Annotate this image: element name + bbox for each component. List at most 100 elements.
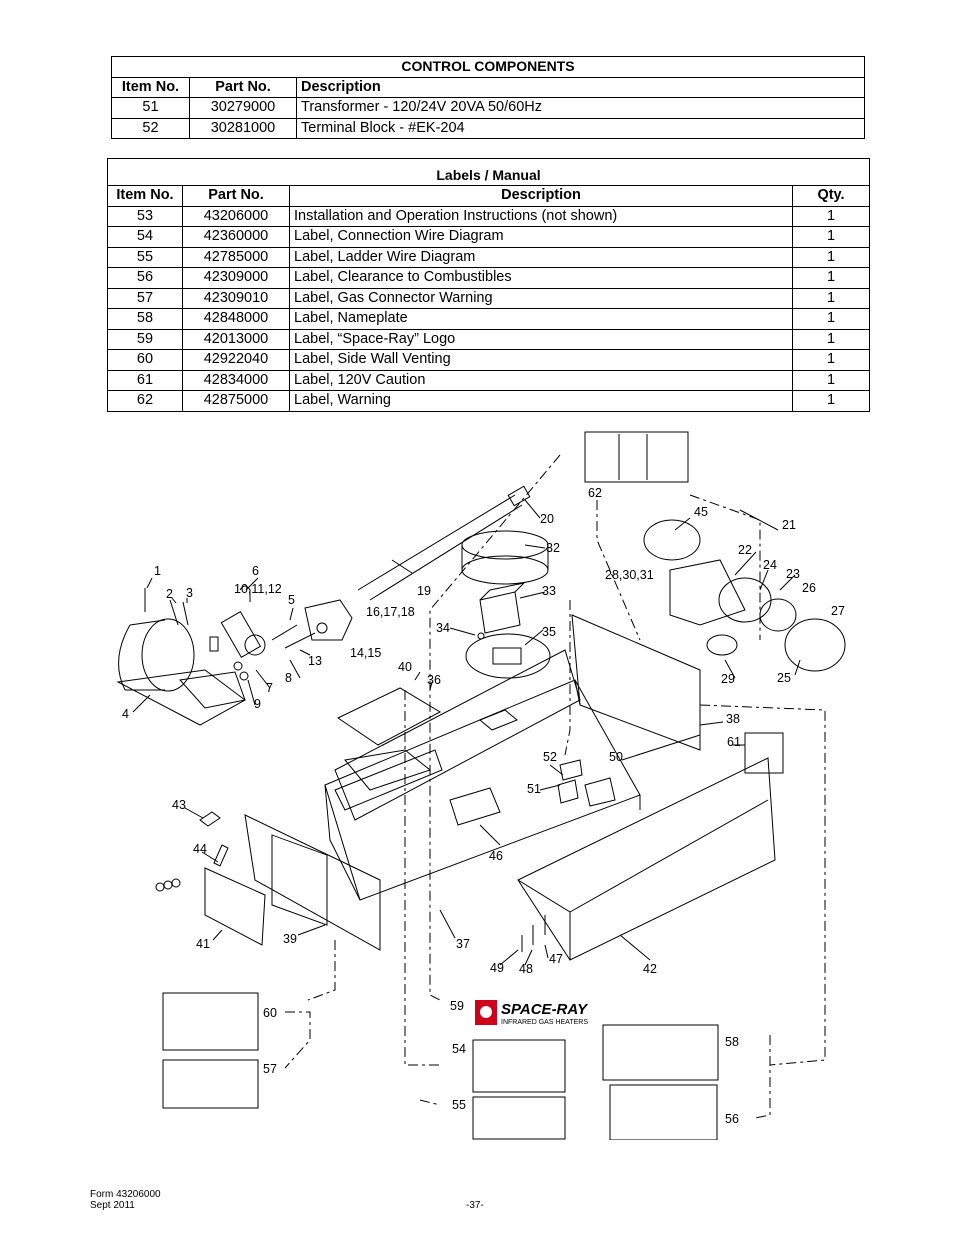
column-header: Description (289, 185, 793, 207)
item-no: 57 (107, 287, 183, 309)
callout-43: 43 (172, 798, 186, 812)
description: Terminal Block - #EK-204 (296, 117, 865, 139)
qty: 1 (792, 246, 870, 268)
item-no: 54 (107, 226, 183, 248)
part-no: 30281000 (189, 117, 297, 139)
form-number: Form 43206000 (90, 1189, 161, 1200)
cover-42 (517, 757, 776, 961)
callout-34: 34 (436, 621, 450, 635)
callout-24: 24 (763, 558, 777, 572)
venting-label-60 (162, 992, 259, 1051)
item-no: 55 (107, 246, 183, 268)
warning-label-62 (584, 431, 689, 483)
labels-manual-table: Labels / Manual Item No. Part No. Descri… (107, 158, 870, 412)
callout-47: 47 (549, 952, 563, 966)
part-no: 42848000 (182, 308, 290, 330)
callout-20: 20 (540, 512, 554, 526)
qty: 1 (792, 390, 870, 412)
table-title: CONTROL COMPONENTS (111, 56, 865, 78)
callout-13: 13 (308, 654, 322, 668)
part-no: 42309010 (182, 287, 290, 309)
callout-21: 21 (782, 518, 796, 532)
callout-2: 2 (166, 587, 173, 601)
callout-49: 49 (490, 961, 504, 975)
callout-51: 51 (527, 782, 541, 796)
callout-38: 38 (726, 712, 740, 726)
blower-housing (643, 519, 701, 561)
description: Label, Clearance to Combustibles (289, 267, 793, 289)
clearance-label-56 (609, 1084, 718, 1140)
description: Label, Ladder Wire Diagram (289, 246, 793, 268)
column-header: Item No. (111, 76, 190, 98)
callout-42: 42 (643, 962, 657, 976)
callout-52: 52 (543, 750, 557, 764)
part-no: 42922040 (182, 349, 290, 371)
gas-connector-label-57 (162, 1059, 259, 1109)
item-no: 61 (107, 369, 183, 391)
part-no: 42360000 (182, 226, 290, 248)
callout-57: 57 (263, 1062, 277, 1076)
motor-27 (784, 618, 846, 672)
callout-labels: 1 2 3 4 5 6 7 8 9 10,11,12 13 14,15 16,1… (122, 486, 845, 1126)
qty: 1 (792, 328, 870, 350)
callout-39: 39 (283, 932, 297, 946)
control-components-table: CONTROL COMPONENTS Item No. Part No. Des… (111, 56, 865, 139)
qty: 1 (792, 267, 870, 289)
flue-collar (461, 530, 549, 560)
item-no: 62 (107, 390, 183, 412)
callout-7: 7 (266, 681, 273, 695)
table-row: 52 30281000 Terminal Block - #EK-204 (111, 117, 865, 139)
callout-58: 58 (725, 1035, 739, 1049)
callout-62: 62 (588, 486, 602, 500)
callout-48: 48 (519, 962, 533, 976)
callout-35: 35 (542, 625, 556, 639)
gas-pipe (357, 494, 523, 601)
motor-4 (141, 618, 195, 692)
callout-3: 3 (186, 586, 193, 600)
item-no: 60 (107, 349, 183, 371)
callout-61: 61 (727, 735, 741, 749)
callout-26: 26 (802, 581, 816, 595)
part-no: 42309000 (182, 267, 290, 289)
wire-diagram-label-54 (472, 1039, 566, 1093)
callout-36: 36 (427, 673, 441, 687)
qty: 1 (792, 287, 870, 309)
qty: 1 (792, 205, 870, 227)
description: Installation and Operation Instructions … (289, 205, 793, 227)
qty: 1 (792, 308, 870, 330)
part-no: 42785000 (182, 246, 290, 268)
description: Label, Connection Wire Diagram (289, 226, 793, 248)
column-header: Item No. (107, 185, 183, 207)
callout-56: 56 (725, 1112, 739, 1126)
description: Label, 120V Caution (289, 369, 793, 391)
item-no: 58 (107, 308, 183, 330)
callout-27: 27 (831, 604, 845, 618)
column-header: Part No. (189, 76, 297, 98)
item-no: 52 (111, 117, 190, 139)
callout-32: 32 (546, 541, 560, 555)
page-number: -37- (466, 1200, 484, 1211)
callout-29: 29 (721, 672, 735, 686)
callout-54: 54 (452, 1042, 466, 1056)
ladder-diagram-label-55 (472, 1096, 566, 1140)
description: Label, Nameplate (289, 308, 793, 330)
part-no: 30279000 (189, 97, 297, 119)
callout-59: 59 (450, 999, 464, 1013)
callout-16-17-18: 16,17,18 (366, 605, 415, 619)
callout-44: 44 (193, 842, 207, 856)
callout-25: 25 (777, 671, 791, 685)
callout-5: 5 (288, 593, 295, 607)
description: Label, Side Wall Venting (289, 349, 793, 371)
callout-37: 37 (456, 937, 470, 951)
callout-60: 60 (263, 1006, 277, 1020)
gas-valve (304, 599, 353, 641)
item-no: 56 (107, 267, 183, 289)
description: Label, Warning (289, 390, 793, 412)
front-panel-39 (244, 814, 381, 951)
